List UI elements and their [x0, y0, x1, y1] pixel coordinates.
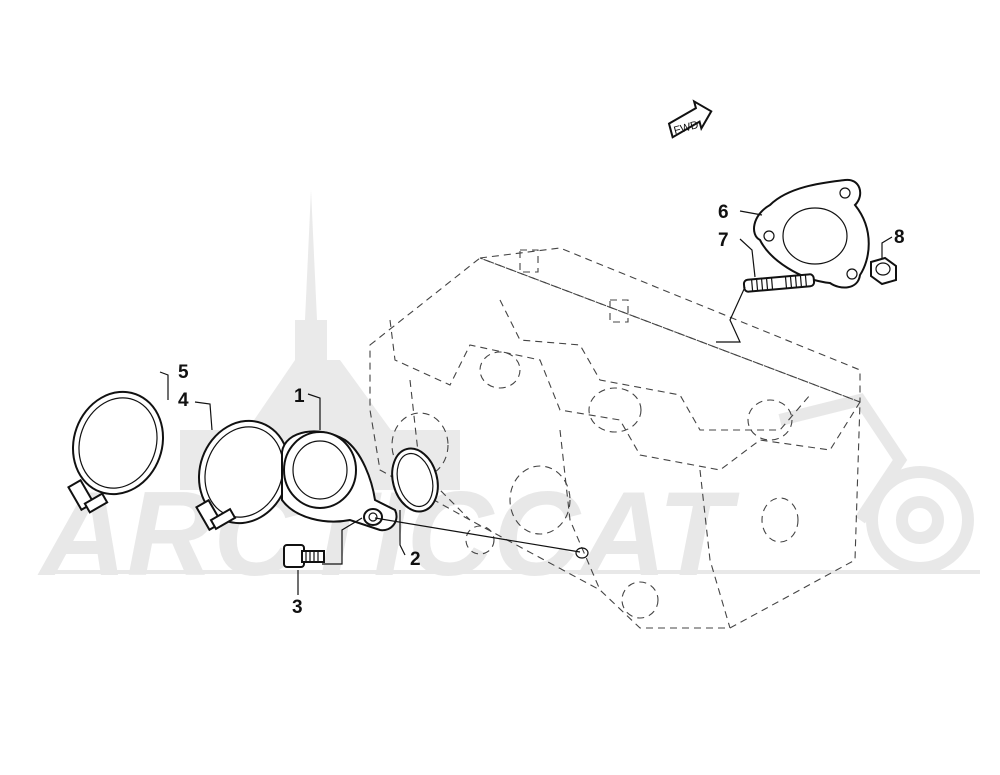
alignment-line: [374, 517, 581, 553]
callout-3: 3: [292, 597, 303, 618]
callout-1: 1: [294, 386, 305, 407]
callout-labels: 1 2 3 4 5 6 7 8: [178, 202, 905, 618]
hose-clamp-part-5: [67, 390, 165, 514]
o-ring-part-2: [391, 447, 439, 513]
engine-block-outline: [369, 247, 861, 629]
motorcycle-watermark-icon: [778, 393, 974, 574]
intake-housing-part-1: [281, 430, 398, 532]
nut-part-8: [870, 256, 897, 286]
callout-7: 7: [718, 230, 729, 251]
stud-part-7: [742, 273, 816, 293]
callout-8: 8: [894, 227, 905, 248]
forward-arrow-icon: FWD: [667, 99, 713, 139]
leader-lines: [159, 210, 893, 595]
callout-5: 5: [178, 362, 189, 383]
callout-6: 6: [718, 202, 729, 223]
callout-4: 4: [178, 390, 189, 411]
bolt-part-3: [283, 544, 325, 568]
hose-clamp-part-4: [195, 419, 291, 532]
callout-2: 2: [410, 549, 421, 570]
watermark-text: ARCTICCAT: [37, 467, 740, 601]
stud-threads: [750, 274, 808, 292]
gasket-plate-part-6: [753, 178, 870, 289]
